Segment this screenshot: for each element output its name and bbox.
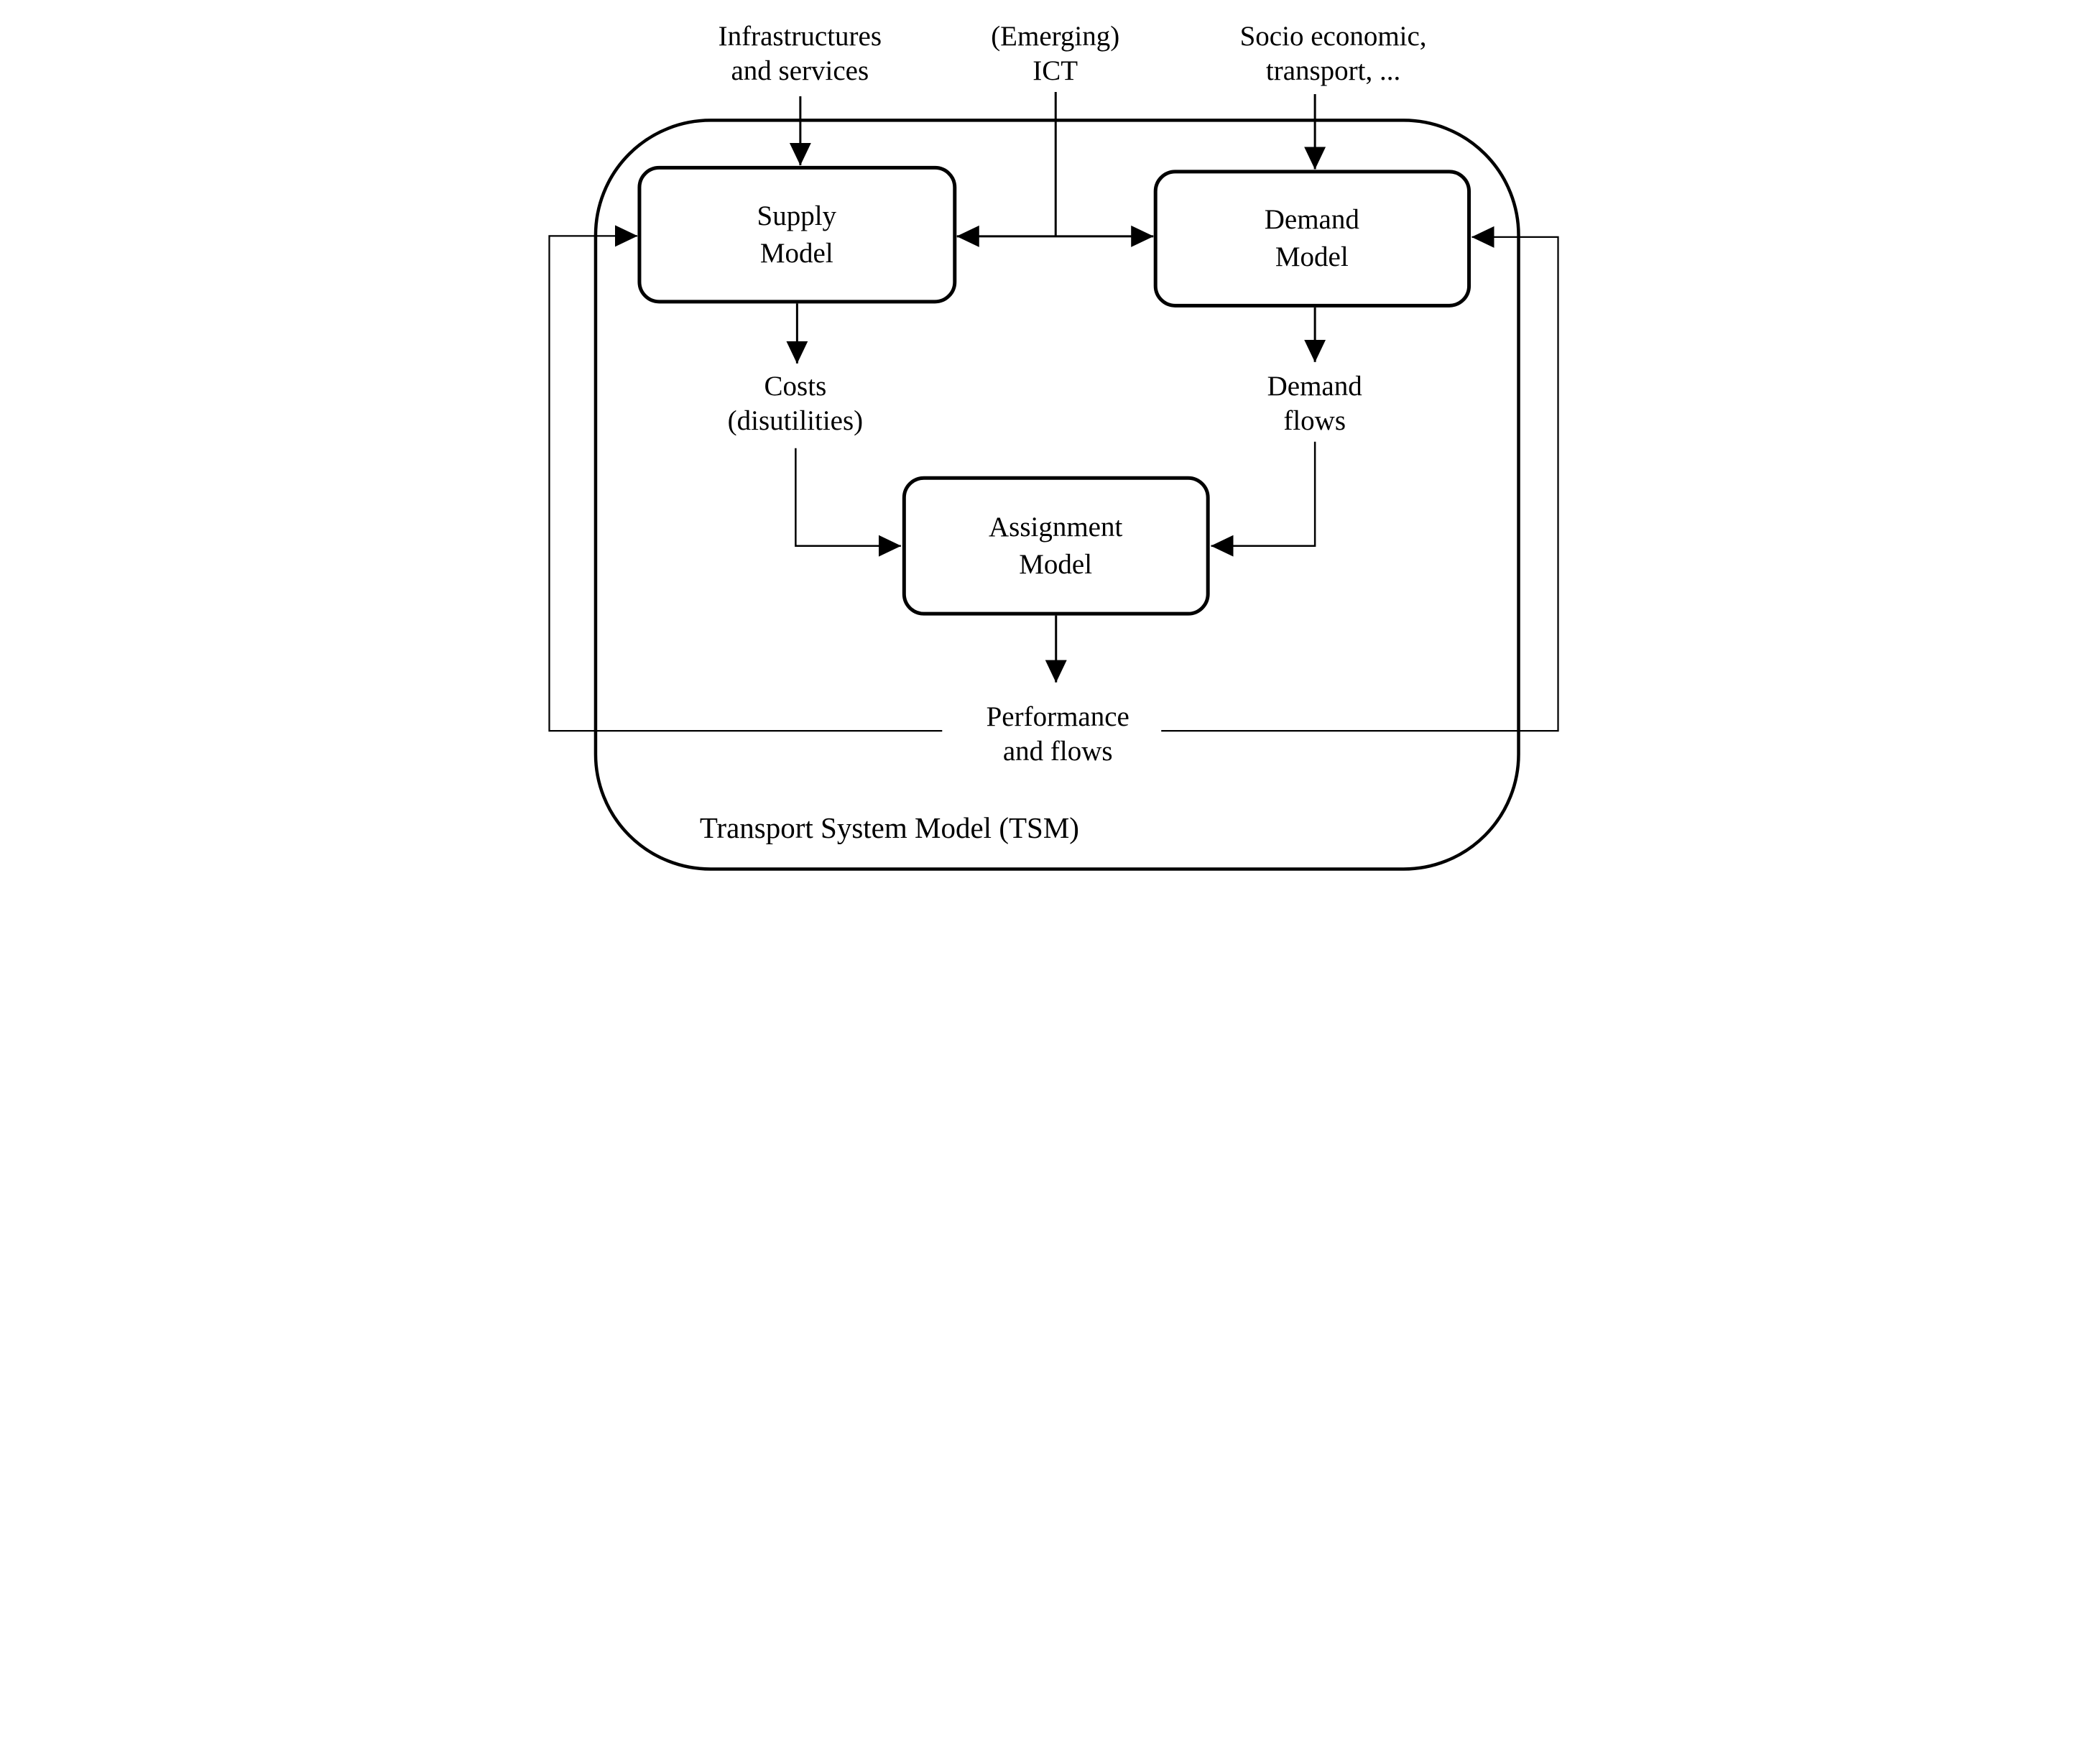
label-demand-flows: Demand flows [1267, 371, 1362, 437]
label-performance-and-flows: Performance and flows [986, 701, 1129, 767]
diagram-canvas: Infrastructures and services (Emerging) … [523, 0, 1570, 882]
diagram-svg [547, 91, 1559, 871]
demand-model-box [1153, 170, 1471, 308]
label-transport-system-model: Transport System Model (TSM) [699, 811, 1079, 844]
arrow-demand-flows-to-assignment [1210, 441, 1316, 557]
feedback-performance-to-demand-line [1160, 226, 1559, 732]
tsm-container-box [593, 119, 1520, 871]
label-socio-economic-transport: Socio economic, transport, ... [1239, 20, 1427, 86]
label-costs-disutilities: Costs (disutilities) [727, 371, 864, 437]
arrow-costs-to-assignment [794, 448, 901, 557]
feedback-performance-to-supply-line [547, 225, 942, 732]
label-emerging-ict: (Emerging) ICT [991, 20, 1120, 86]
label-infrastructures-and-services: Infrastructures and services [718, 20, 882, 86]
supply-model-box [637, 165, 956, 304]
assignment-model-box [902, 476, 1210, 616]
